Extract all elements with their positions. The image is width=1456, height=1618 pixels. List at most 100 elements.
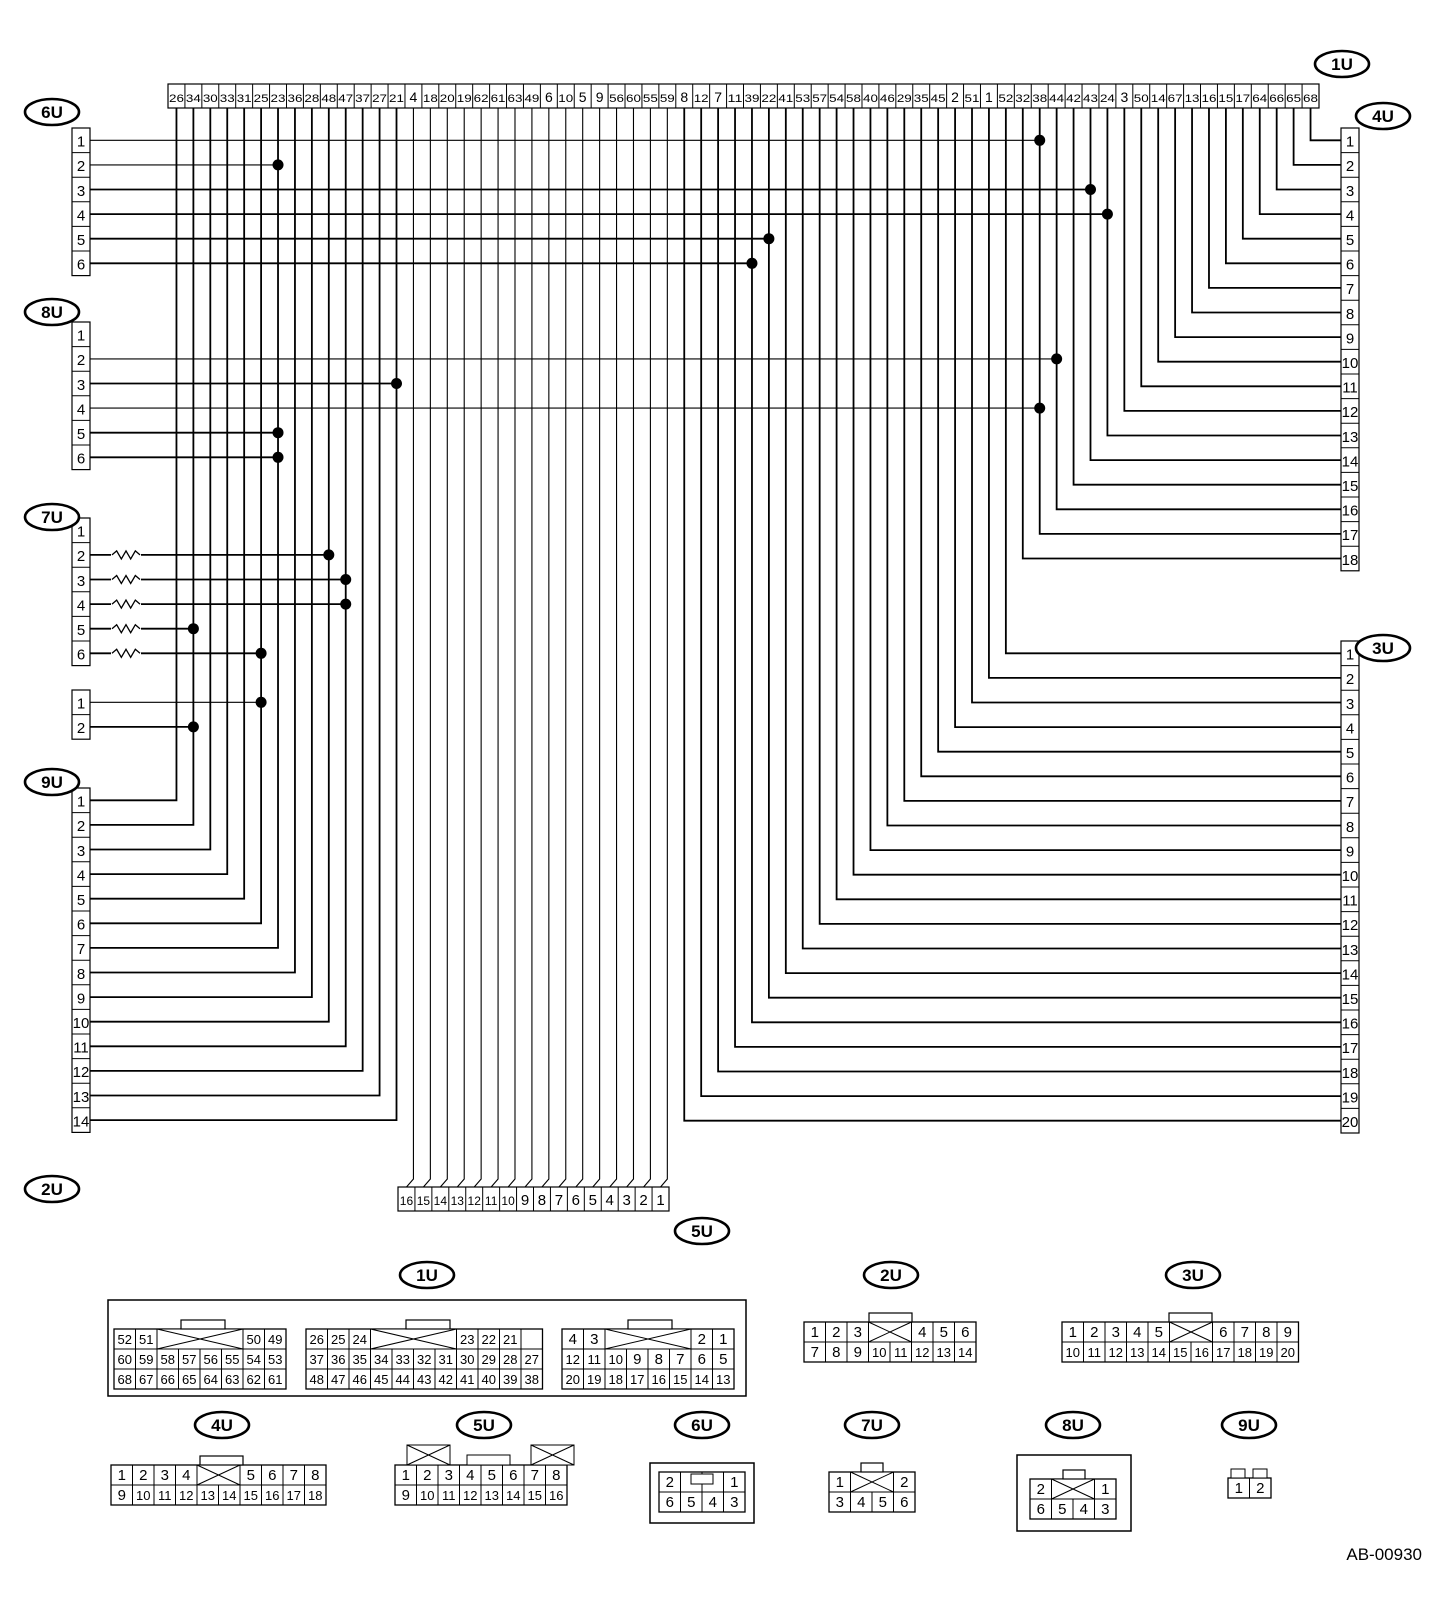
1u-pin-number: 37 xyxy=(355,93,370,105)
wire xyxy=(90,108,381,1097)
splice-dot xyxy=(391,378,403,389)
face-pin-number: 10 xyxy=(872,1345,886,1360)
face-pin-number: 18 xyxy=(609,1372,623,1387)
1u-pin-number: 39 xyxy=(745,93,760,105)
1u-pin-number: 22 xyxy=(761,93,776,105)
9u-label-oval xyxy=(1220,1410,1278,1440)
1u-pin-number: 51 xyxy=(965,93,980,105)
pin-number: 9 xyxy=(1346,330,1354,347)
pin-number: 13 xyxy=(1342,429,1359,446)
face-pin-number: 31 xyxy=(439,1352,453,1367)
face-pin-number: 2 xyxy=(666,1474,674,1491)
face-pin-number: 1 xyxy=(402,1467,410,1484)
wire xyxy=(1258,108,1341,216)
1u-pin-number: 45 xyxy=(931,93,946,105)
face-pin-number: 50 xyxy=(247,1332,261,1347)
face-pin-number: 34 xyxy=(374,1352,388,1367)
1u-pin-number: 21 xyxy=(389,93,404,105)
face-pin-number: 42 xyxy=(439,1372,453,1387)
latch-cross xyxy=(156,1328,244,1350)
wire xyxy=(90,108,229,875)
1u-pin-number: 41 xyxy=(778,93,793,105)
1u-pin-number: 7 xyxy=(714,89,722,105)
1u-pin-number: 10 xyxy=(558,93,573,105)
1u-pin-number: 59 xyxy=(660,93,675,105)
1u-pin-number: 35 xyxy=(914,93,929,105)
wire xyxy=(90,108,347,1048)
wire xyxy=(1208,108,1341,289)
1u-pin-number: 60 xyxy=(626,93,641,105)
face-pin-number: 4 xyxy=(466,1467,474,1484)
latch-tab xyxy=(180,1319,226,1330)
wire xyxy=(1292,108,1341,166)
pin-number: 10 xyxy=(501,1194,515,1208)
face-pin-number: 39 xyxy=(503,1372,517,1387)
wire xyxy=(1191,108,1341,314)
splice-dot xyxy=(746,257,758,269)
latch-cross xyxy=(1051,1478,1095,1500)
resistor xyxy=(111,549,141,561)
pin-number: 6 xyxy=(1346,770,1354,787)
splice-dot xyxy=(1051,353,1063,365)
1u-pin-number: 43 xyxy=(1083,93,1098,105)
pin-number: 8 xyxy=(77,966,85,983)
face-pin-number: 17 xyxy=(287,1488,301,1503)
splice-dot xyxy=(1034,134,1046,146)
latch-tab xyxy=(868,1312,913,1323)
pin-cell xyxy=(545,1484,568,1506)
pin-number: 8 xyxy=(1346,306,1354,323)
pin-number: 12 xyxy=(1342,917,1359,934)
wire xyxy=(1123,108,1341,412)
4u-label-oval xyxy=(193,1410,251,1440)
face-pin-number: 2 xyxy=(832,1324,840,1341)
1u-pin-number: 40 xyxy=(863,93,878,105)
pin-number: 2 xyxy=(1346,671,1354,688)
4u-label-oval xyxy=(1354,101,1412,131)
face-pin-number: 17 xyxy=(630,1372,644,1387)
face-pin-number: 1 xyxy=(719,1331,727,1348)
pin-number: 17 xyxy=(1342,527,1359,544)
face-pin-number: 33 xyxy=(396,1352,410,1367)
face-pin-number: 4 xyxy=(569,1331,577,1348)
latch-tab xyxy=(1230,1468,1246,1479)
face-pin-number: 5 xyxy=(488,1467,496,1484)
pin-number: 4 xyxy=(77,401,85,418)
face-pin-number: 6 xyxy=(1219,1324,1227,1341)
pin-cell xyxy=(954,1341,977,1363)
1u-pin-number: 53 xyxy=(795,93,810,105)
face-pin-number: 15 xyxy=(528,1488,542,1503)
5u-label: 5U xyxy=(473,1416,495,1435)
pin-number: 3 xyxy=(77,377,85,394)
1u-pin-number: 52 xyxy=(998,93,1013,105)
face-pin-number: 3 xyxy=(590,1331,598,1348)
pin-number: 11 xyxy=(73,1040,89,1057)
face-pin-number: 25 xyxy=(331,1332,345,1347)
splice-dot xyxy=(1034,402,1046,414)
face-pin-number: 6 xyxy=(1037,1501,1045,1518)
1u-pin-number: 16 xyxy=(1202,93,1217,105)
face-pin-number: 8 xyxy=(552,1467,560,1484)
latch-cross xyxy=(1169,1321,1213,1343)
pin-number: 5 xyxy=(77,426,85,443)
1u-pin-number: 33 xyxy=(220,93,235,105)
wire xyxy=(1241,108,1341,240)
pin-number: 3 xyxy=(1346,183,1354,200)
1u-pin-number: 54 xyxy=(829,93,844,105)
latch-tab xyxy=(199,1455,244,1466)
pin-number: 6 xyxy=(77,647,85,664)
1u-pin-number: 62 xyxy=(474,93,489,105)
splice-dot xyxy=(1084,184,1096,195)
1u-pin-number: 50 xyxy=(1134,93,1149,105)
face-pin-number: 48 xyxy=(310,1372,324,1387)
pin-number: 6 xyxy=(77,257,85,274)
face-pin-number: 10 xyxy=(136,1488,150,1503)
1u-pin-number: 34 xyxy=(186,93,201,105)
face-pin-number: 10 xyxy=(1066,1345,1080,1360)
face-pin-number: 53 xyxy=(268,1352,282,1367)
face-pin-number: 3 xyxy=(1112,1324,1120,1341)
face-pin-number: 19 xyxy=(1259,1345,1273,1360)
face-pin-number: 12 xyxy=(463,1488,477,1503)
pin-number: 6 xyxy=(1346,257,1354,274)
